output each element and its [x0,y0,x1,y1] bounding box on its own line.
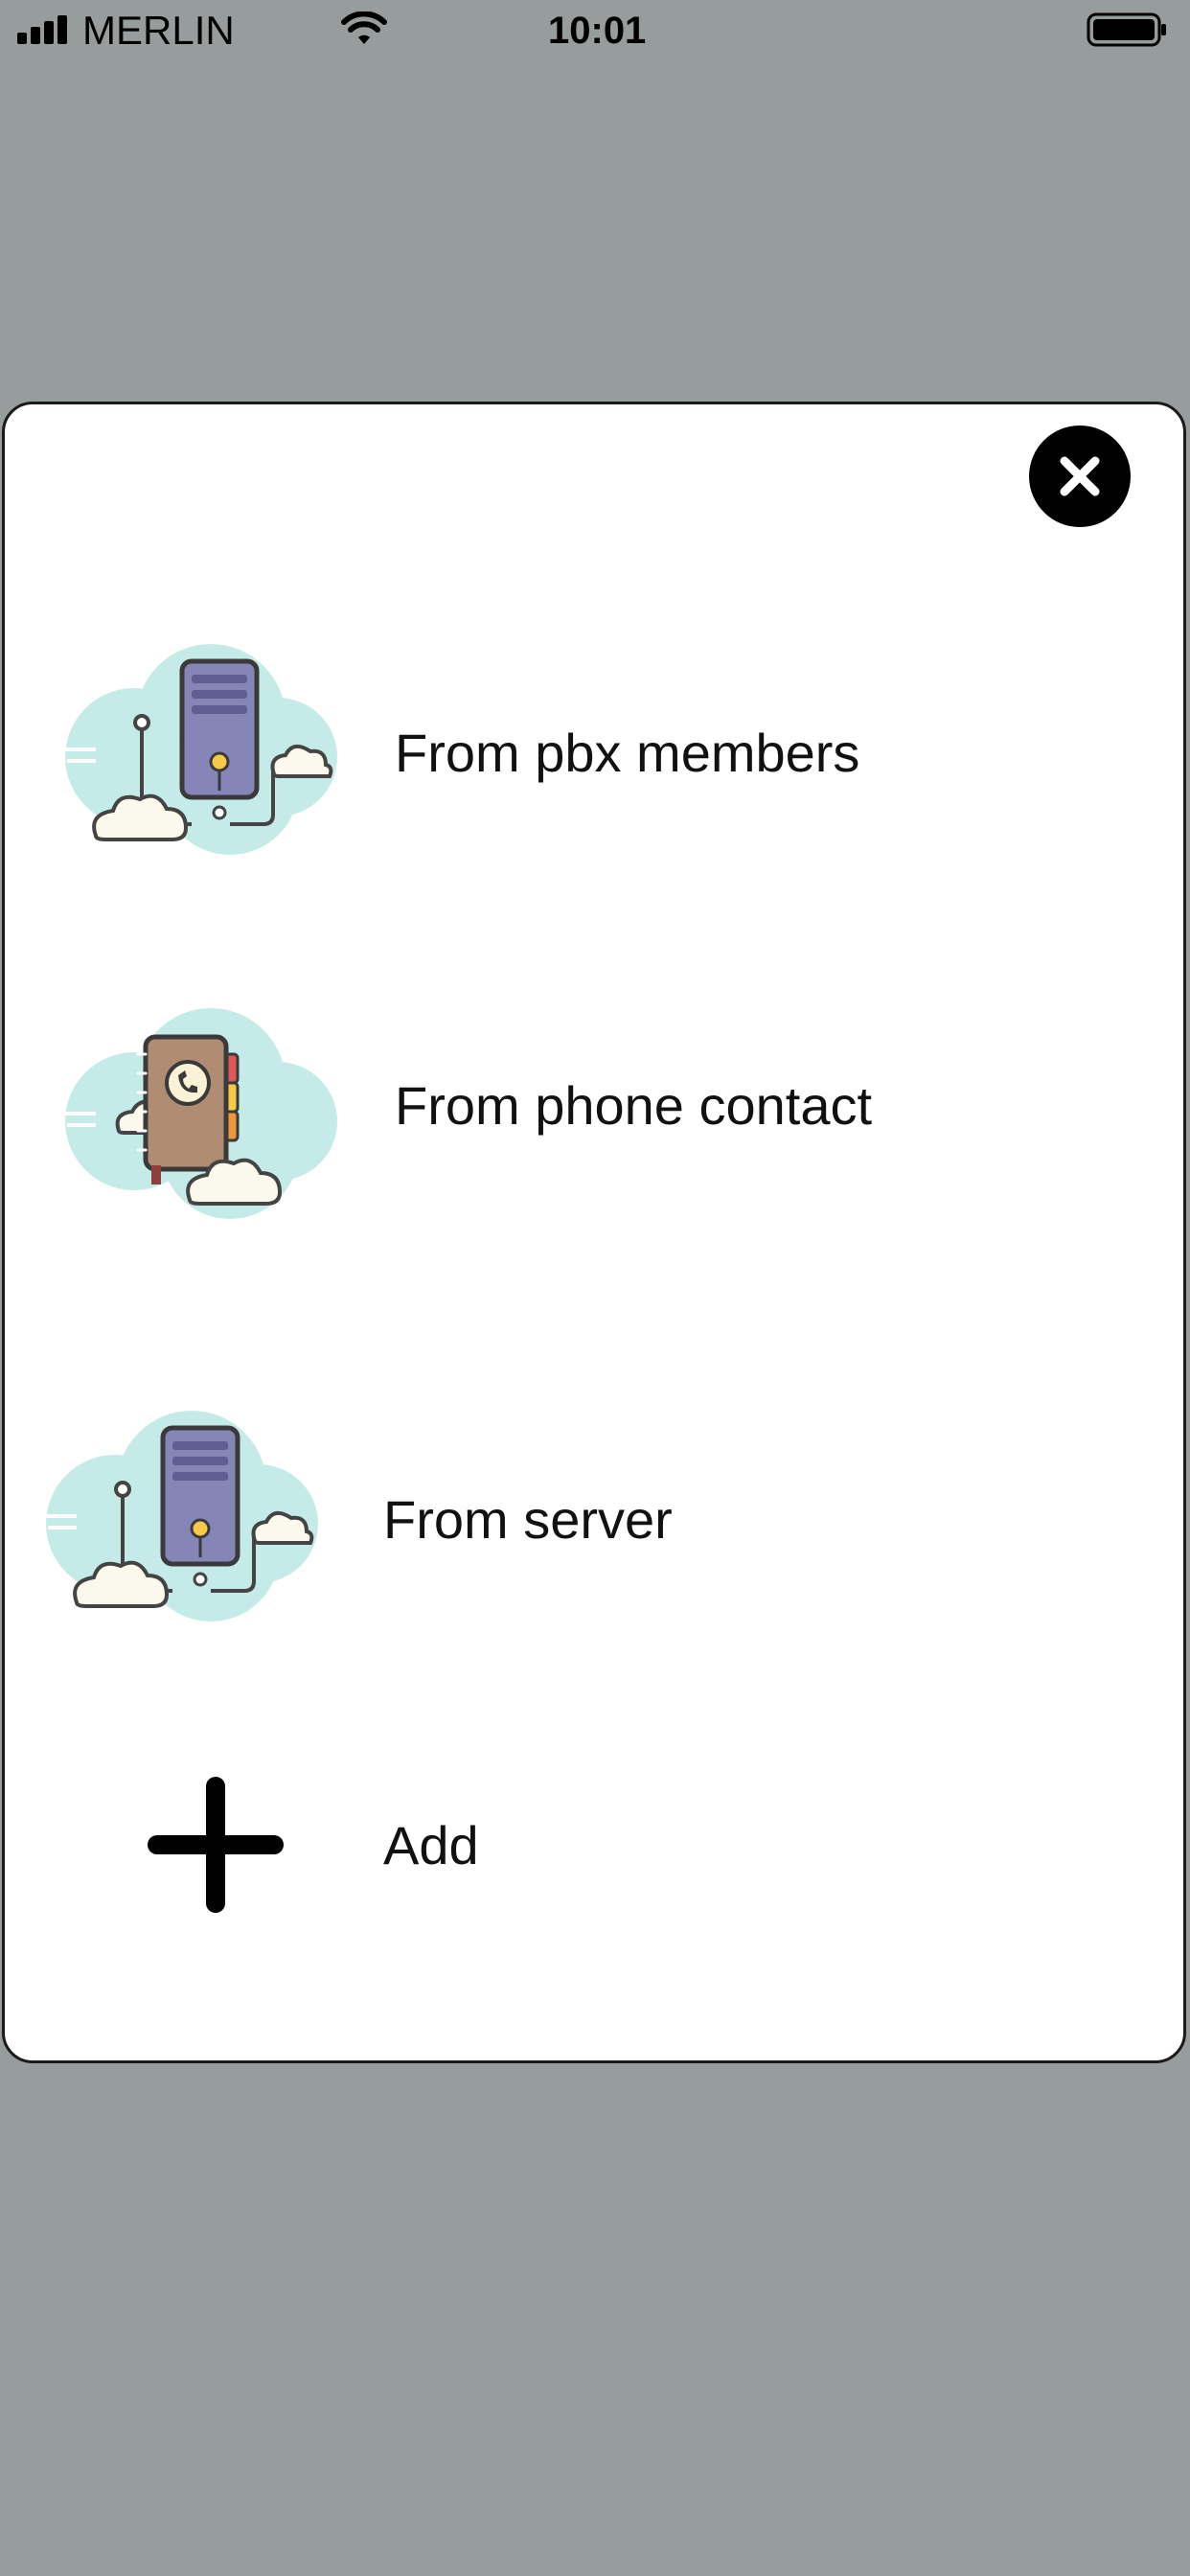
option-from-pbx-members[interactable]: From pbx members [38,623,1140,872]
plus-icon [148,1777,284,1913]
close-button[interactable] [1029,426,1131,527]
option-from-phone-contact[interactable]: From phone contact [38,987,1140,1236]
phonebook-cloud-icon [57,1008,337,1219]
carrier-name: MERLIN [82,8,235,53]
option-add[interactable]: Add [38,1763,1140,1926]
option-label: From server [383,1489,673,1550]
server-cloud-icon [57,644,337,855]
battery-icon [1087,12,1166,47]
wifi-icon [341,12,387,44]
option-label: Add [383,1815,479,1875]
status-bar: MERLIN 10:01 [0,0,1190,53]
option-label: From phone contact [395,1075,873,1136]
signal-strength-icon [17,15,67,44]
option-label: From pbx members [395,723,860,783]
option-from-server[interactable]: From server [38,1390,1140,1639]
close-icon [1060,456,1100,496]
clock-time: 10:01 [548,10,647,52]
server-cloud-icon [38,1411,318,1622]
